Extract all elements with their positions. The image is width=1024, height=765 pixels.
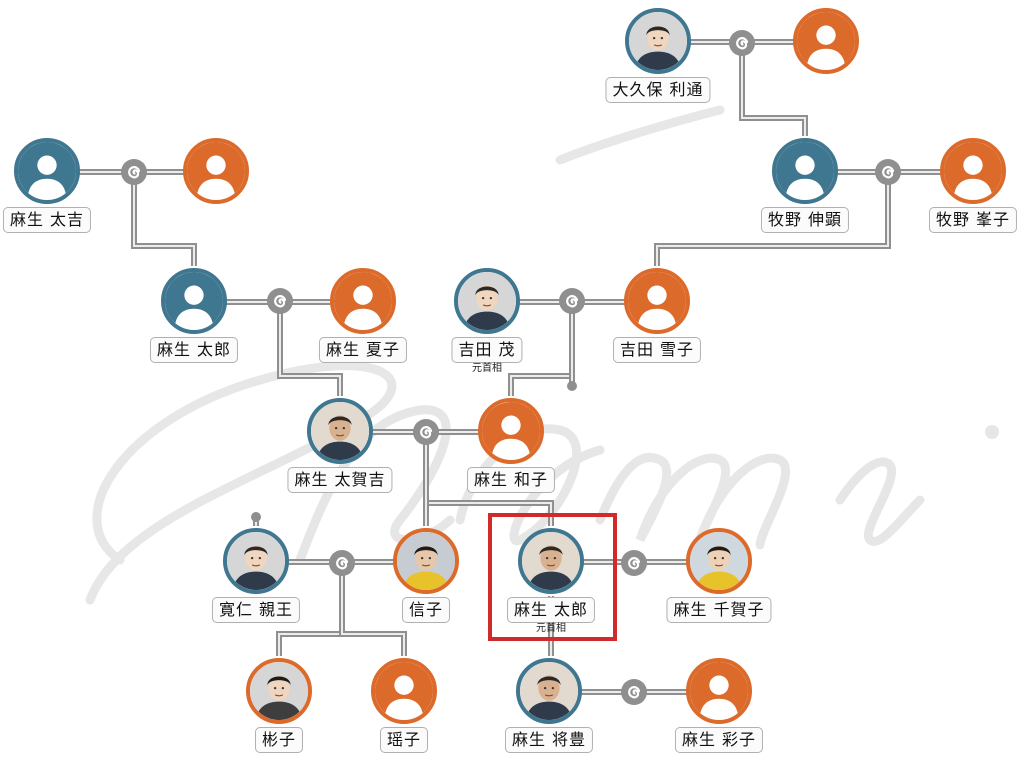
person-silhouette-icon xyxy=(183,138,249,204)
person-silhouette-icon xyxy=(14,138,80,204)
person-name-label: 麻生 和子 xyxy=(466,467,556,493)
person-name-label: 麻生 彩子 xyxy=(674,727,764,753)
marriage-ring-icon xyxy=(329,550,355,576)
person-note: 元首相 xyxy=(472,363,502,374)
marriage-ring-icon xyxy=(121,159,147,185)
descent-line xyxy=(739,43,808,136)
watermark-stroke xyxy=(85,361,397,605)
person-photo xyxy=(518,528,584,594)
watermark-stroke xyxy=(595,453,791,550)
person-silhouette-icon xyxy=(371,658,437,724)
person-name-label: 麻生 太郎 xyxy=(506,597,596,623)
person-name-label: 吉田 茂 xyxy=(451,337,523,363)
highlight-box xyxy=(488,513,617,641)
marriage-ring-icon xyxy=(267,288,293,314)
person-silhouette-icon xyxy=(940,138,1006,204)
person-photo xyxy=(307,398,373,464)
watermark-text: Satomi xyxy=(0,0,4,1)
person-silhouette-icon xyxy=(478,398,544,464)
person-name-label: 吉田 雪子 xyxy=(612,337,702,363)
person-photo xyxy=(246,658,312,724)
marriage-ring-icon xyxy=(875,159,901,185)
person-silhouette-icon xyxy=(624,268,690,334)
person-name-label: 麻生 太吉 xyxy=(2,207,92,233)
descent-line-core xyxy=(279,301,341,396)
person-silhouette-icon xyxy=(772,138,838,204)
person-silhouette-icon xyxy=(330,268,396,334)
person-name-label: 麻生 将豊 xyxy=(504,727,594,753)
watermark-stroke xyxy=(555,105,725,165)
line-end-dot xyxy=(251,512,261,522)
person-photo xyxy=(223,528,289,594)
descent-line-core xyxy=(341,563,405,656)
person-name-label: 彬子 xyxy=(254,727,304,753)
descent-line-core xyxy=(741,43,806,136)
marriage-ring-icon xyxy=(729,30,755,56)
descent-line-core xyxy=(133,172,195,266)
watermark-stroke xyxy=(835,457,925,546)
person-note: 元首相 xyxy=(536,623,566,634)
descent-line-core xyxy=(656,172,889,266)
person-silhouette-icon xyxy=(161,268,227,334)
person-name-label: 麻生 太郎 xyxy=(149,337,239,363)
person-photo xyxy=(686,528,752,594)
person-name-label: 麻生 太賀吉 xyxy=(287,467,393,493)
person-name-label: 大久保 利通 xyxy=(605,77,711,103)
person-name-label: 信子 xyxy=(401,597,451,623)
person-silhouette-icon xyxy=(686,658,752,724)
person-photo xyxy=(516,658,582,724)
person-photo xyxy=(625,8,691,74)
person-name-label: 麻生 千賀子 xyxy=(666,597,772,623)
person-photo xyxy=(393,528,459,594)
person-name-label: 寛仁 親王 xyxy=(211,597,301,623)
marriage-ring-icon xyxy=(559,288,585,314)
person-silhouette-icon xyxy=(793,8,859,74)
person-name-label: 麻生 夏子 xyxy=(318,337,408,363)
person-name-label: 牧野 伸顕 xyxy=(760,207,850,233)
marriage-ring-icon xyxy=(413,419,439,445)
line-end-dot xyxy=(567,381,577,391)
person-name-label: 牧野 峯子 xyxy=(928,207,1018,233)
marriage-ring-icon xyxy=(621,550,647,576)
marriage-rings xyxy=(121,30,901,705)
marriage-ring-icon xyxy=(621,679,647,705)
person-name-label: 瑶子 xyxy=(379,727,429,753)
descent-line xyxy=(131,172,197,266)
person-photo xyxy=(454,268,520,334)
descent-line xyxy=(339,563,407,656)
watermark-dot xyxy=(985,425,999,439)
